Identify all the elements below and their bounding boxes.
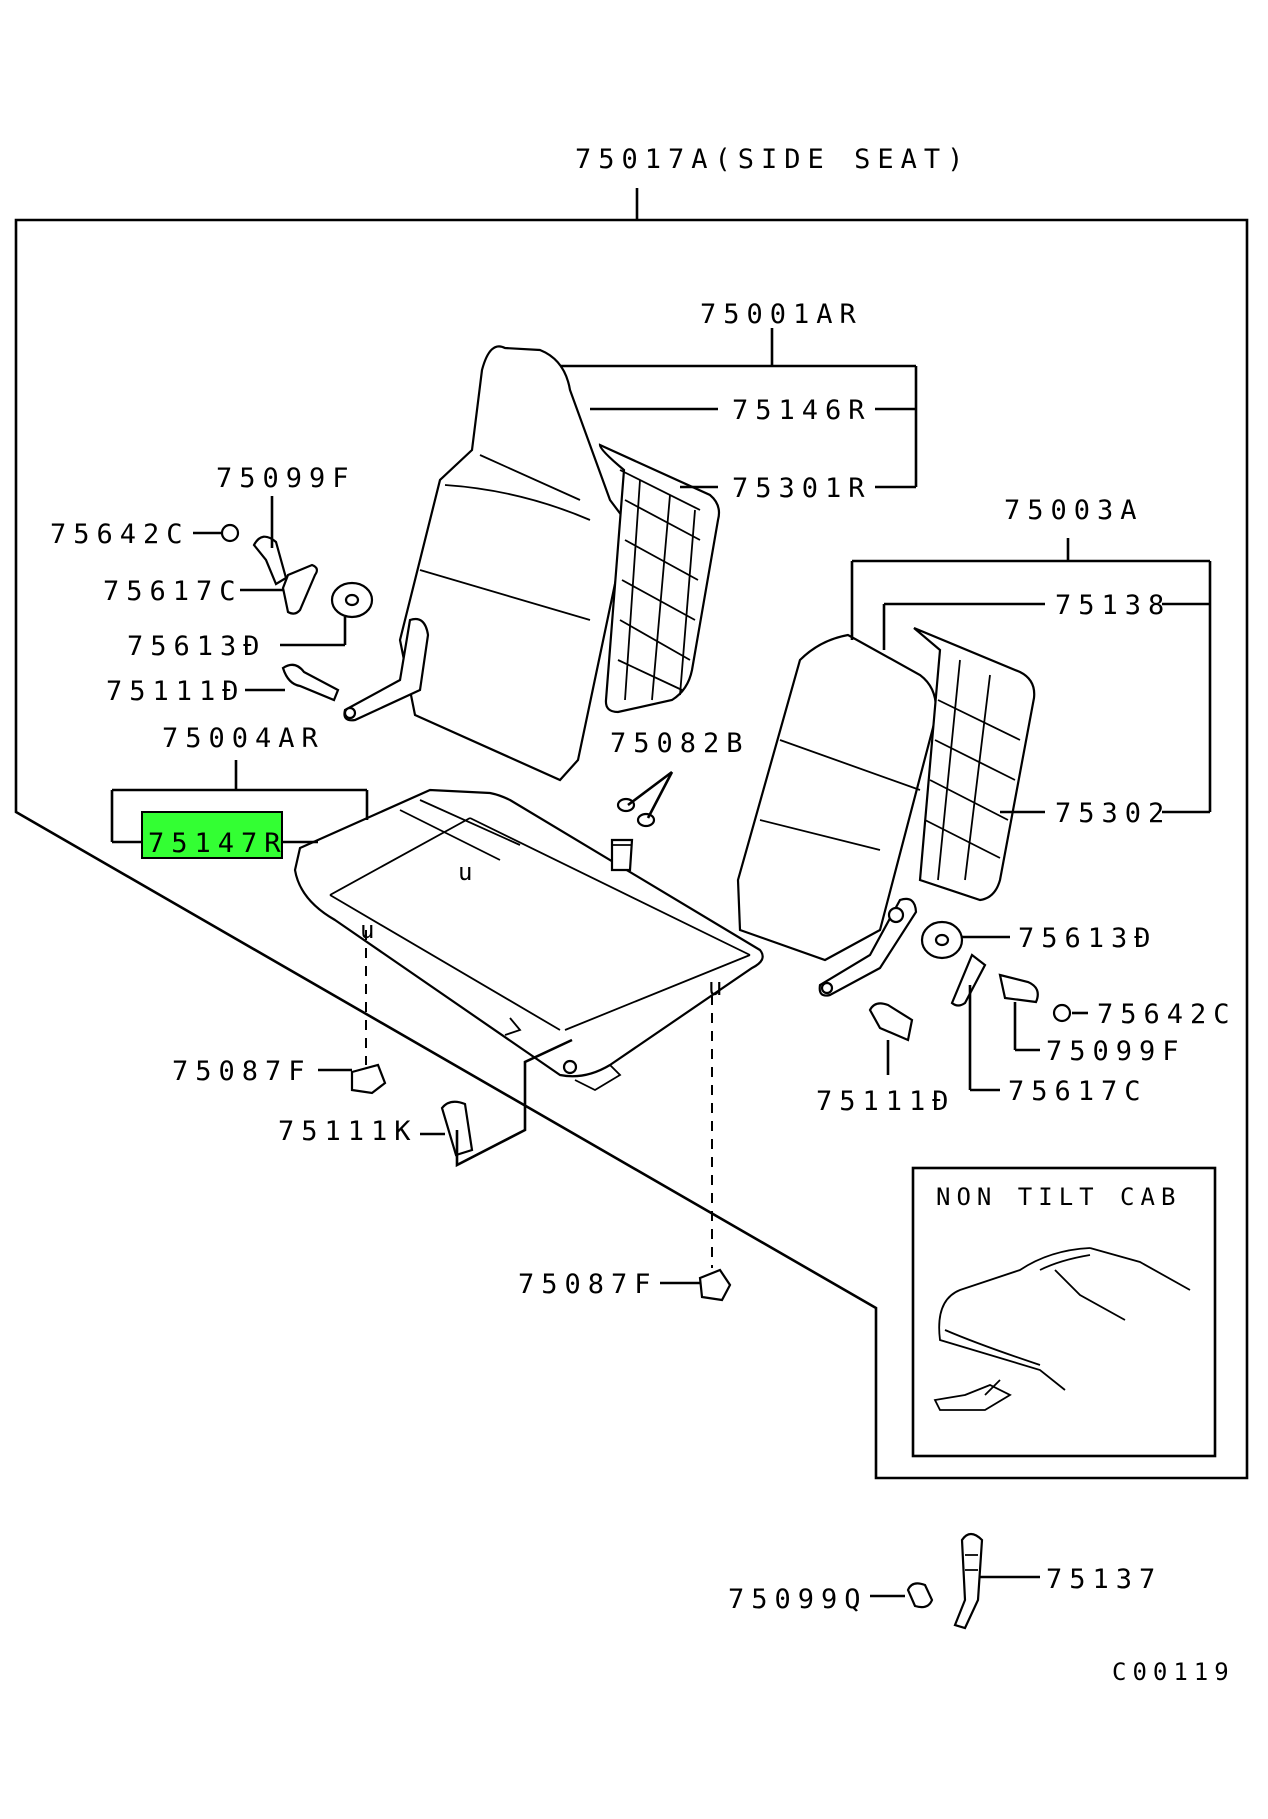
pin-icon <box>906 1582 934 1609</box>
part-label-75613D-left[interactable]: 75613Đ <box>127 631 267 662</box>
svg-text:u: u <box>458 858 478 886</box>
clip-assembly <box>906 1532 984 1630</box>
part-label-75004AR[interactable]: 75004AR <box>162 723 325 754</box>
seat-cushion: u u u <box>293 788 764 1092</box>
left-seat-back <box>398 345 627 782</box>
clips <box>616 797 656 828</box>
inset-title: NON TILT CAB <box>936 1183 1181 1211</box>
left-back-panel <box>598 443 721 714</box>
bolt-icon <box>252 535 288 586</box>
highlight-box-75147R <box>141 811 283 859</box>
washer-icon <box>1052 1003 1072 1023</box>
nut-icon <box>350 1063 387 1095</box>
hinge-bolt-icon <box>868 1002 914 1042</box>
part-label-75003A[interactable]: 75003A <box>1004 495 1144 526</box>
part-label-75087F-bottom[interactable]: 75087F <box>518 1269 658 1300</box>
part-label-75111D-left[interactable]: 75111Đ <box>106 676 246 707</box>
part-label-75613D-right[interactable]: 75613Đ <box>1018 923 1158 954</box>
part-label-75302[interactable]: 75302 <box>1055 798 1171 829</box>
part-label-75138[interactable]: 75138 <box>1055 590 1171 621</box>
left-hardware <box>220 523 374 702</box>
part-label-75111D-right[interactable]: 75111Đ <box>816 1086 956 1117</box>
figure-code: C00119 <box>1112 1658 1235 1686</box>
bottom-hardware <box>350 1063 732 1302</box>
clip-icon <box>953 1532 984 1630</box>
part-label-75087F-left[interactable]: 75087F <box>172 1056 312 1087</box>
bolt-icon <box>998 973 1039 1004</box>
part-label-75301R[interactable]: 75301R <box>732 473 872 504</box>
part-label-75099F-left[interactable]: 75099F <box>216 463 356 494</box>
svg-text:u: u <box>708 973 728 1001</box>
link-plate-icon <box>950 953 987 1007</box>
leader-lines <box>110 328 1212 1598</box>
inset-non-tilt-cab: NON TILT CAB <box>911 1166 1217 1458</box>
hinge-bolt-icon <box>281 663 340 702</box>
bolt-icon <box>440 1100 474 1157</box>
right-back-panel <box>913 626 1036 902</box>
part-label-75617C-left[interactable]: 75617C <box>103 576 243 607</box>
part-label-75001AR[interactable]: 75001AR <box>700 299 863 330</box>
inset-frame <box>911 1166 1217 1458</box>
assembly-label[interactable]: 75017A(SIDE SEAT) <box>575 144 970 175</box>
part-label-75099F-right[interactable]: 75099F <box>1046 1036 1186 1067</box>
washer-icon <box>220 523 240 543</box>
part-label-75111K[interactable]: 75111K <box>278 1116 418 1147</box>
part-label-75642C-right[interactable]: 75642C <box>1097 999 1237 1030</box>
right-hardware <box>868 920 1072 1042</box>
part-label-75147R[interactable]: 75147R <box>148 828 288 859</box>
left-seat-hinge <box>343 617 430 722</box>
part-label-75146R[interactable]: 75146R <box>732 395 872 426</box>
part-label-75617C-right[interactable]: 75617C <box>1008 1076 1148 1107</box>
nut-icon <box>698 1268 732 1302</box>
part-label-75099Q[interactable]: 75099Q <box>728 1584 868 1615</box>
part-label-75082B[interactable]: 75082B <box>610 728 750 759</box>
part-label-75642C-left[interactable]: 75642C <box>50 519 190 550</box>
seat-latch <box>610 838 634 872</box>
right-seat-back <box>736 633 938 962</box>
svg-text:u: u <box>360 916 380 944</box>
right-seat-hinge <box>818 897 918 997</box>
part-label-75137[interactable]: 75137 <box>1046 1564 1162 1595</box>
assembly-frame <box>14 218 1249 1480</box>
link-plate-icon <box>281 563 319 615</box>
